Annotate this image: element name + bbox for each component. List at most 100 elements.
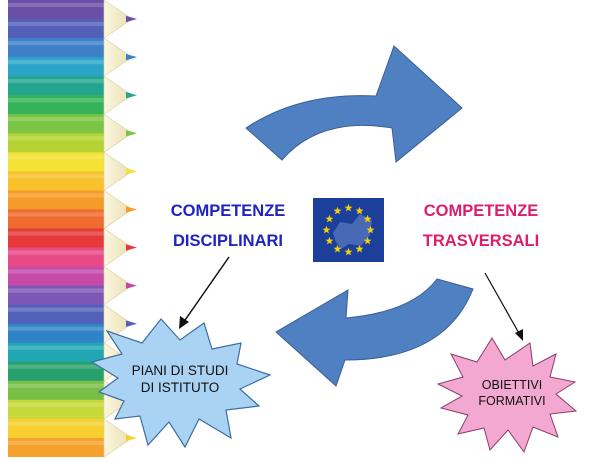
pencil-lead: [126, 206, 137, 213]
pencil-tip: [103, 37, 133, 77]
pencil-highlight: [8, 307, 104, 312]
pencil-body: [8, 133, 104, 153]
pencil-highlight: [8, 421, 104, 426]
pencil-highlight: [8, 193, 104, 198]
pencil-highlight: [8, 326, 104, 331]
pencil-body: [8, 266, 104, 287]
pencil-highlight: [8, 79, 104, 84]
pencil-highlight: [8, 136, 104, 141]
eu-flag-icon: [313, 198, 384, 262]
pencil-body: [8, 228, 104, 248]
pencil-tip: [103, 113, 133, 153]
pencil-tip: [103, 189, 133, 230]
pencil-body: [8, 437, 104, 458]
starburst-piani: [90, 318, 272, 449]
pencil-tip: [103, 75, 133, 115]
pencil-tip: [103, 227, 133, 268]
pencil-body: [8, 0, 104, 20]
obiettivi-line2: FORMATIVI: [478, 394, 546, 408]
pencil-lead: [126, 244, 137, 251]
eu-star-icon: [363, 236, 372, 245]
pencil-body: [8, 380, 104, 401]
eu-star-icon: [366, 225, 375, 234]
pencil-tip: [103, 0, 133, 39]
piani-line1: PIANI DI STUDI: [131, 363, 229, 378]
pencil-lead: [126, 53, 137, 61]
pencil-body: [8, 342, 104, 363]
pencil-highlight: [8, 250, 104, 255]
pencil-highlight: [8, 21, 104, 27]
obiettivi-line1: OBIETTIVI: [481, 378, 543, 392]
pencil-highlight: [8, 117, 104, 122]
pencil-lead: [126, 168, 137, 175]
eu-star-icon: [333, 244, 342, 253]
eu-star-icon: [344, 247, 353, 256]
pencil-lead: [126, 282, 137, 289]
connector-arrow-right: [484, 272, 523, 341]
pencil-lead: [126, 434, 137, 442]
eu-star-icon: [363, 214, 372, 223]
eu-star-icon: [325, 214, 334, 223]
pencil-body: [8, 114, 104, 134]
pencil-highlight: [8, 288, 104, 293]
eu-star-icon: [355, 244, 364, 253]
pencil-body: [8, 190, 104, 210]
pencil-body: [8, 304, 104, 325]
pencil-highlight: [8, 364, 104, 369]
pencil-body: [8, 285, 104, 306]
pencil-body: [8, 209, 104, 229]
label-piani: PIANI DI STUDI DI ISTITUTO: [120, 362, 240, 396]
eu-star-icon: [325, 236, 334, 245]
pencil-highlight: [8, 345, 104, 350]
pencil-highlight: [8, 59, 104, 65]
pencil-highlight: [8, 174, 104, 179]
pencil-highlight: [8, 440, 104, 445]
label-competenze-disciplinari: COMPETENZE DISCIPLINARI: [158, 196, 298, 256]
pencil-lead: [126, 15, 137, 23]
colored-pencils-strip: [8, 0, 137, 458]
pencil-body: [8, 399, 104, 420]
pencil-body: [8, 76, 104, 96]
cycle-arrow-top-icon: [245, 45, 463, 163]
pencil-body: [8, 95, 104, 115]
pencil-highlight: [8, 155, 104, 160]
eu-star-icon: [355, 206, 364, 215]
pencil-tip: [103, 418, 133, 458]
piani-line2: DI ISTITUTO: [140, 380, 220, 395]
pencil-highlight: [8, 402, 104, 407]
eu-star-icon: [322, 225, 331, 234]
label-competenze-trasversali: COMPETENZE TRASVERSALI: [411, 196, 551, 256]
trasversali-line1: COMPETENZE: [423, 202, 539, 220]
pencil-highlight: [8, 98, 104, 103]
pencil-body: [8, 171, 104, 191]
pencil-tip: [103, 151, 133, 191]
pencil-highlight: [8, 231, 104, 236]
pencil-body: [8, 247, 104, 267]
pencil-lead: [126, 320, 137, 327]
cycle-arrow-bottom-icon: [275, 278, 474, 387]
pencil-tip: [103, 266, 133, 306]
pencil-lead: [126, 130, 137, 137]
eu-star-icon: [333, 206, 342, 215]
pencil-highlight: [8, 269, 104, 274]
label-obiettivi: OBIETTIVI FORMATIVI: [462, 377, 562, 409]
pencil-body: [8, 323, 104, 344]
eu-star-icon: [344, 203, 353, 212]
pencil-lead: [126, 92, 137, 99]
disciplinari-line2: DISCIPLINARI: [172, 232, 283, 250]
pencil-highlight: [8, 40, 104, 46]
starburst-obiettivi: [436, 337, 578, 454]
connector-arrow-left: [179, 256, 230, 329]
pencil-body: [8, 19, 104, 39]
pencil-body: [8, 57, 104, 77]
pencil-highlight: [8, 383, 104, 388]
pencil-body: [8, 361, 104, 382]
pencil-body: [8, 152, 104, 172]
pencil-highlight: [8, 212, 104, 217]
disciplinari-line1: COMPETENZE: [170, 202, 286, 220]
pencil-body: [8, 418, 104, 439]
pencil-highlight: [8, 2, 104, 8]
trasversali-line2: TRASVERSALI: [422, 232, 540, 250]
